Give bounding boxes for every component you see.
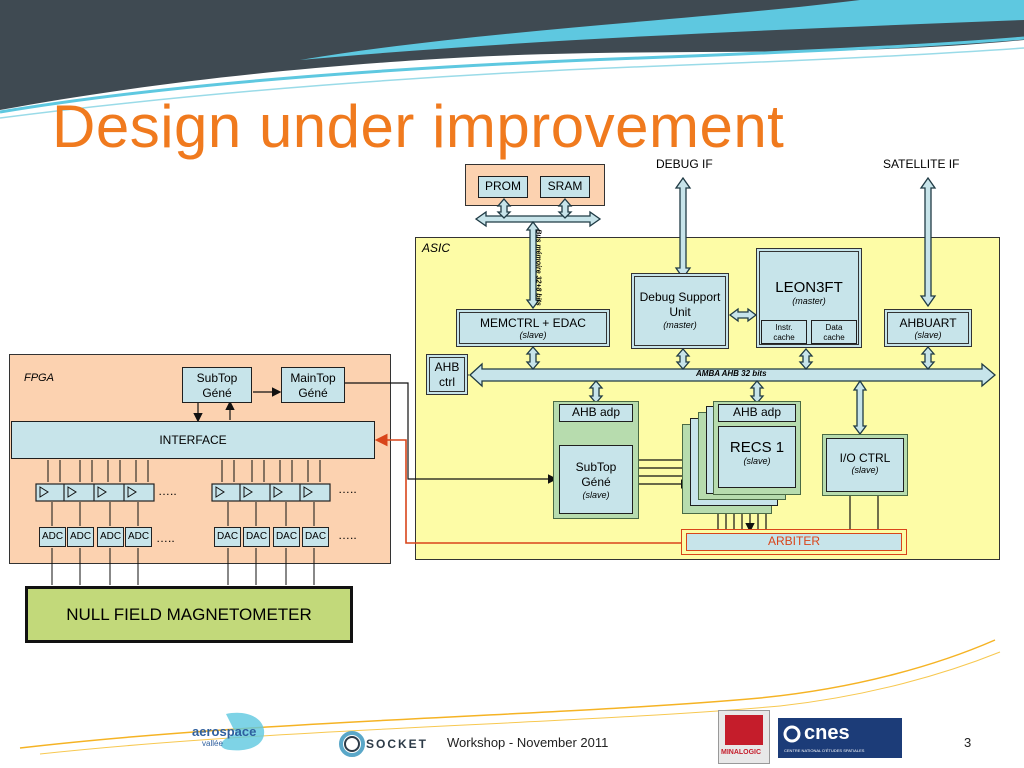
cnes-logo-text: cnes — [804, 722, 850, 744]
ahbuart-name: AHBUART — [899, 316, 957, 330]
satellite-if-label: SATELLITE IF — [883, 157, 960, 171]
recs-block: RECS 1 (slave) — [718, 426, 796, 488]
leon-name: LEON3FT — [775, 279, 843, 296]
amba-bus-label: AMBA AHB 32 bits — [696, 369, 767, 378]
ahbuart-block: AHBUART (slave) — [884, 309, 972, 347]
minalogic-logo-mark — [725, 715, 763, 745]
dac-block-1: DAC — [214, 527, 241, 547]
ioctrl-role: (slave) — [851, 465, 879, 475]
subtop-asic-name: SubTop Géné — [575, 460, 617, 489]
ioctrl-name: I/O CTRL — [839, 451, 891, 465]
aerospace-valley-logo: aerospace vallée — [192, 710, 268, 754]
ioctrl-block: I/O CTRL (slave) — [826, 438, 904, 492]
slide-title: Design under improvement — [52, 93, 785, 160]
minalogic-logo: MINALOGIC — [718, 710, 770, 764]
cnes-logo: cnes CENTRE NATIONAL D'ÉTUDES SPATIALES — [778, 718, 902, 758]
socket-logo-ring-icon — [339, 731, 365, 757]
cnes-logo-subtext: CENTRE NATIONAL D'ÉTUDES SPATIALES — [784, 748, 865, 753]
aerospace-valley-mark — [221, 712, 265, 751]
memctrl-block: MEMCTRL + EDAC (slave) — [456, 309, 610, 347]
recs-name: RECS 1 — [729, 439, 785, 456]
dac-block-4: DAC — [302, 527, 329, 547]
null-field-magnetometer-block: NULL FIELD MAGNETOMETER — [25, 586, 353, 643]
adc-block-2: ADC — [67, 527, 94, 547]
subtop-asic-role: (slave) — [582, 490, 610, 500]
adc-block-3: ADC — [97, 527, 124, 547]
page-number: 3 — [964, 735, 972, 750]
asic-label: ASIC — [422, 241, 451, 255]
footer-text: Workshop - November 2011 — [447, 735, 609, 750]
header-swoosh — [0, 0, 1024, 119]
debug-support-unit-block: Debug Support Unit (master) — [631, 273, 729, 349]
aerospace-logo-subtext: vallée — [202, 739, 223, 748]
aerospace-logo-text: aerospace — [192, 724, 257, 739]
debug-role: (master) — [663, 320, 697, 330]
recs-role: (slave) — [743, 456, 771, 466]
maintop-fpga-block: MainTop Géné — [281, 367, 345, 403]
debug-if-label: DEBUG IF — [656, 157, 713, 171]
cnes-emblem-icon — [783, 725, 801, 743]
data-cache-block: Data cache — [811, 320, 857, 344]
ahb-adp-right: AHB adp — [718, 404, 796, 422]
debug-name: Debug Support Unit — [639, 290, 721, 319]
memctrl-role: (slave) — [519, 330, 547, 340]
subtop-fpga-block: SubTop Géné — [182, 367, 252, 403]
dac-block-2: DAC — [243, 527, 270, 547]
ahb-adp-left: AHB adp — [559, 404, 633, 422]
adc-block-1: ADC — [39, 527, 66, 547]
ellipsis-dac: ….. — [338, 528, 357, 542]
leon-role: (master) — [792, 296, 826, 306]
ellipsis-buffer-right: ….. — [338, 482, 357, 496]
subtop-asic-block: SubTop Géné (slave) — [559, 445, 633, 514]
ellipsis-buffer-left: ….. — [158, 484, 177, 498]
dac-block-3: DAC — [273, 527, 300, 547]
fpga-label: FPGA — [24, 372, 54, 384]
ahbuart-role: (slave) — [914, 330, 942, 340]
socket-logo-text: SOCKET — [366, 737, 429, 751]
prom-block: PROM — [478, 176, 528, 198]
ahb-ctrl-block: AHB ctrl — [426, 354, 468, 395]
instr-cache-block: Instr. cache — [761, 320, 807, 344]
sram-block: SRAM — [540, 176, 590, 198]
memctrl-name: MEMCTRL + EDAC — [480, 316, 586, 330]
minalogic-logo-text: MINALOGIC — [721, 749, 762, 756]
interface-block: INTERFACE — [11, 421, 375, 459]
socket-logo: SOCKET — [338, 730, 440, 758]
ellipsis-adc: ….. — [156, 531, 175, 545]
adc-block-4: ADC — [125, 527, 152, 547]
arbiter-block: ARBITER — [686, 533, 902, 551]
